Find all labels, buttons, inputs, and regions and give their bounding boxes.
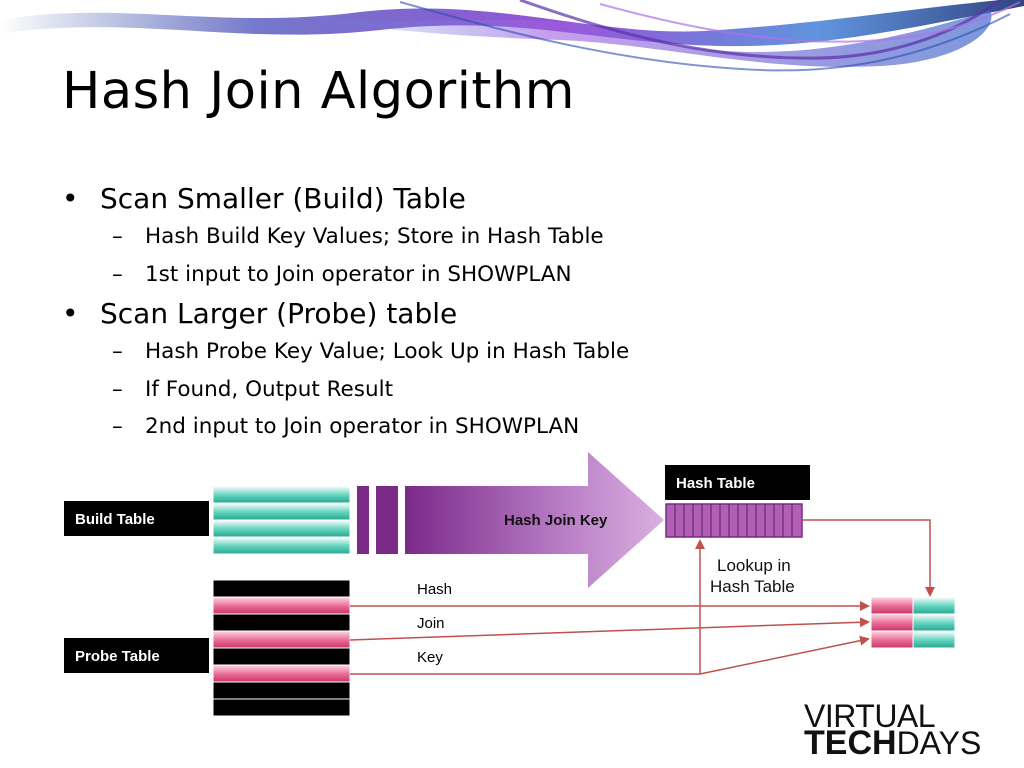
- build-table-row: [212, 536, 351, 555]
- logo-line1: VIRTUAL: [804, 698, 936, 734]
- probe-table-row: [212, 681, 351, 700]
- virtual-tech-days-logo: VIRTUAL TECHDAYS: [804, 700, 1024, 768]
- probe-table-row: [212, 630, 351, 649]
- probe-table-row: [212, 613, 351, 632]
- hash-table-label: Hash Table: [676, 475, 755, 492]
- slide-title: Hash Join Algorithm: [62, 62, 575, 121]
- hash-join-key-label: Hash Join Key: [504, 512, 608, 529]
- sub-bullet-glyph: –: [112, 376, 123, 402]
- probe-arrows: [349, 539, 870, 675]
- build-table-row: [212, 519, 351, 538]
- output-rows: [870, 596, 956, 649]
- sub-bullet-item: – Hash Probe Key Value; Look Up in Hash …: [62, 337, 962, 375]
- hash-label: Hash: [417, 581, 452, 598]
- logo-line2: TECHDAYS: [804, 726, 981, 760]
- output-row-build: [912, 630, 956, 649]
- build-table-label: Build Table: [75, 511, 155, 528]
- probe-table-row: [212, 579, 351, 598]
- bullet-item: • Scan Smaller (Build) Table: [62, 182, 962, 222]
- sub-bullet-glyph: –: [112, 261, 123, 287]
- probe-table-label-box: Probe Table: [64, 638, 209, 673]
- bullet-glyph: •: [62, 182, 79, 215]
- logo-tech: TECH: [804, 724, 897, 762]
- bullet-glyph: •: [62, 297, 79, 330]
- key-label: Key: [417, 649, 443, 666]
- sub-bullet-text: 1st input to Join operator in SHOWPLAN: [145, 261, 572, 287]
- output-row-probe: [870, 630, 914, 649]
- probe-table-row: [212, 698, 351, 717]
- hash-table-output-arrow: [802, 519, 935, 597]
- output-row-probe: [870, 613, 914, 632]
- probe-table-label: Probe Table: [75, 648, 160, 665]
- sub-bullet-text: 2nd input to Join operator in SHOWPLAN: [145, 414, 580, 439]
- probe-arrow: [349, 617, 870, 641]
- sub-bullet-glyph: –: [112, 414, 123, 439]
- build-table-row: [212, 485, 351, 504]
- probe-table-row: [212, 664, 351, 683]
- bullet-list: • Scan Smaller (Build) Table – Hash Buil…: [62, 182, 962, 450]
- hash-table: [665, 503, 803, 538]
- output-row-build: [912, 613, 956, 632]
- probe-table-row: [212, 647, 351, 666]
- sub-bullet-glyph: –: [112, 339, 123, 364]
- decorative-swirl-banner: [0, 0, 1024, 72]
- sub-bullet-text: Hash Build Key Values; Store in Hash Tab…: [145, 224, 604, 249]
- hash-join-key-arrow: [405, 452, 664, 588]
- sub-bullet-item: – Hash Build Key Values; Store in Hash T…: [62, 222, 962, 260]
- hash-bar: [357, 486, 369, 554]
- build-table-row: [212, 502, 351, 521]
- build-table: [212, 485, 351, 555]
- join-label: Join: [417, 615, 445, 632]
- sub-bullet-item: – 2nd input to Join operator in SHOWPLAN: [62, 412, 962, 450]
- hash-table-label-box: Hash Table: [665, 465, 810, 500]
- lookup-label-line2: Hash Table: [710, 577, 795, 596]
- bullet-text: Scan Larger (Probe) table: [100, 297, 458, 330]
- bullet-text: Scan Smaller (Build) Table: [100, 182, 466, 215]
- build-table-label-box: Build Table: [64, 501, 209, 536]
- bullet-item: • Scan Larger (Probe) table: [62, 297, 962, 337]
- probe-table: [212, 579, 351, 717]
- output-row-probe: [870, 596, 914, 615]
- sub-bullet-glyph: –: [112, 224, 123, 249]
- sub-bullet-item: – If Found, Output Result: [62, 375, 962, 413]
- sub-bullet-text: If Found, Output Result: [145, 376, 394, 402]
- sub-bullet-item: – 1st input to Join operator in SHOWPLAN: [62, 260, 962, 298]
- probe-table-row: [212, 596, 351, 615]
- logo-days: DAYS: [896, 725, 982, 761]
- sub-bullet-text: Hash Probe Key Value; Look Up in Hash Ta…: [145, 339, 630, 364]
- hash-bar: [376, 486, 398, 554]
- output-row-build: [912, 596, 956, 615]
- lookup-label-line1: Lookup in: [717, 556, 791, 575]
